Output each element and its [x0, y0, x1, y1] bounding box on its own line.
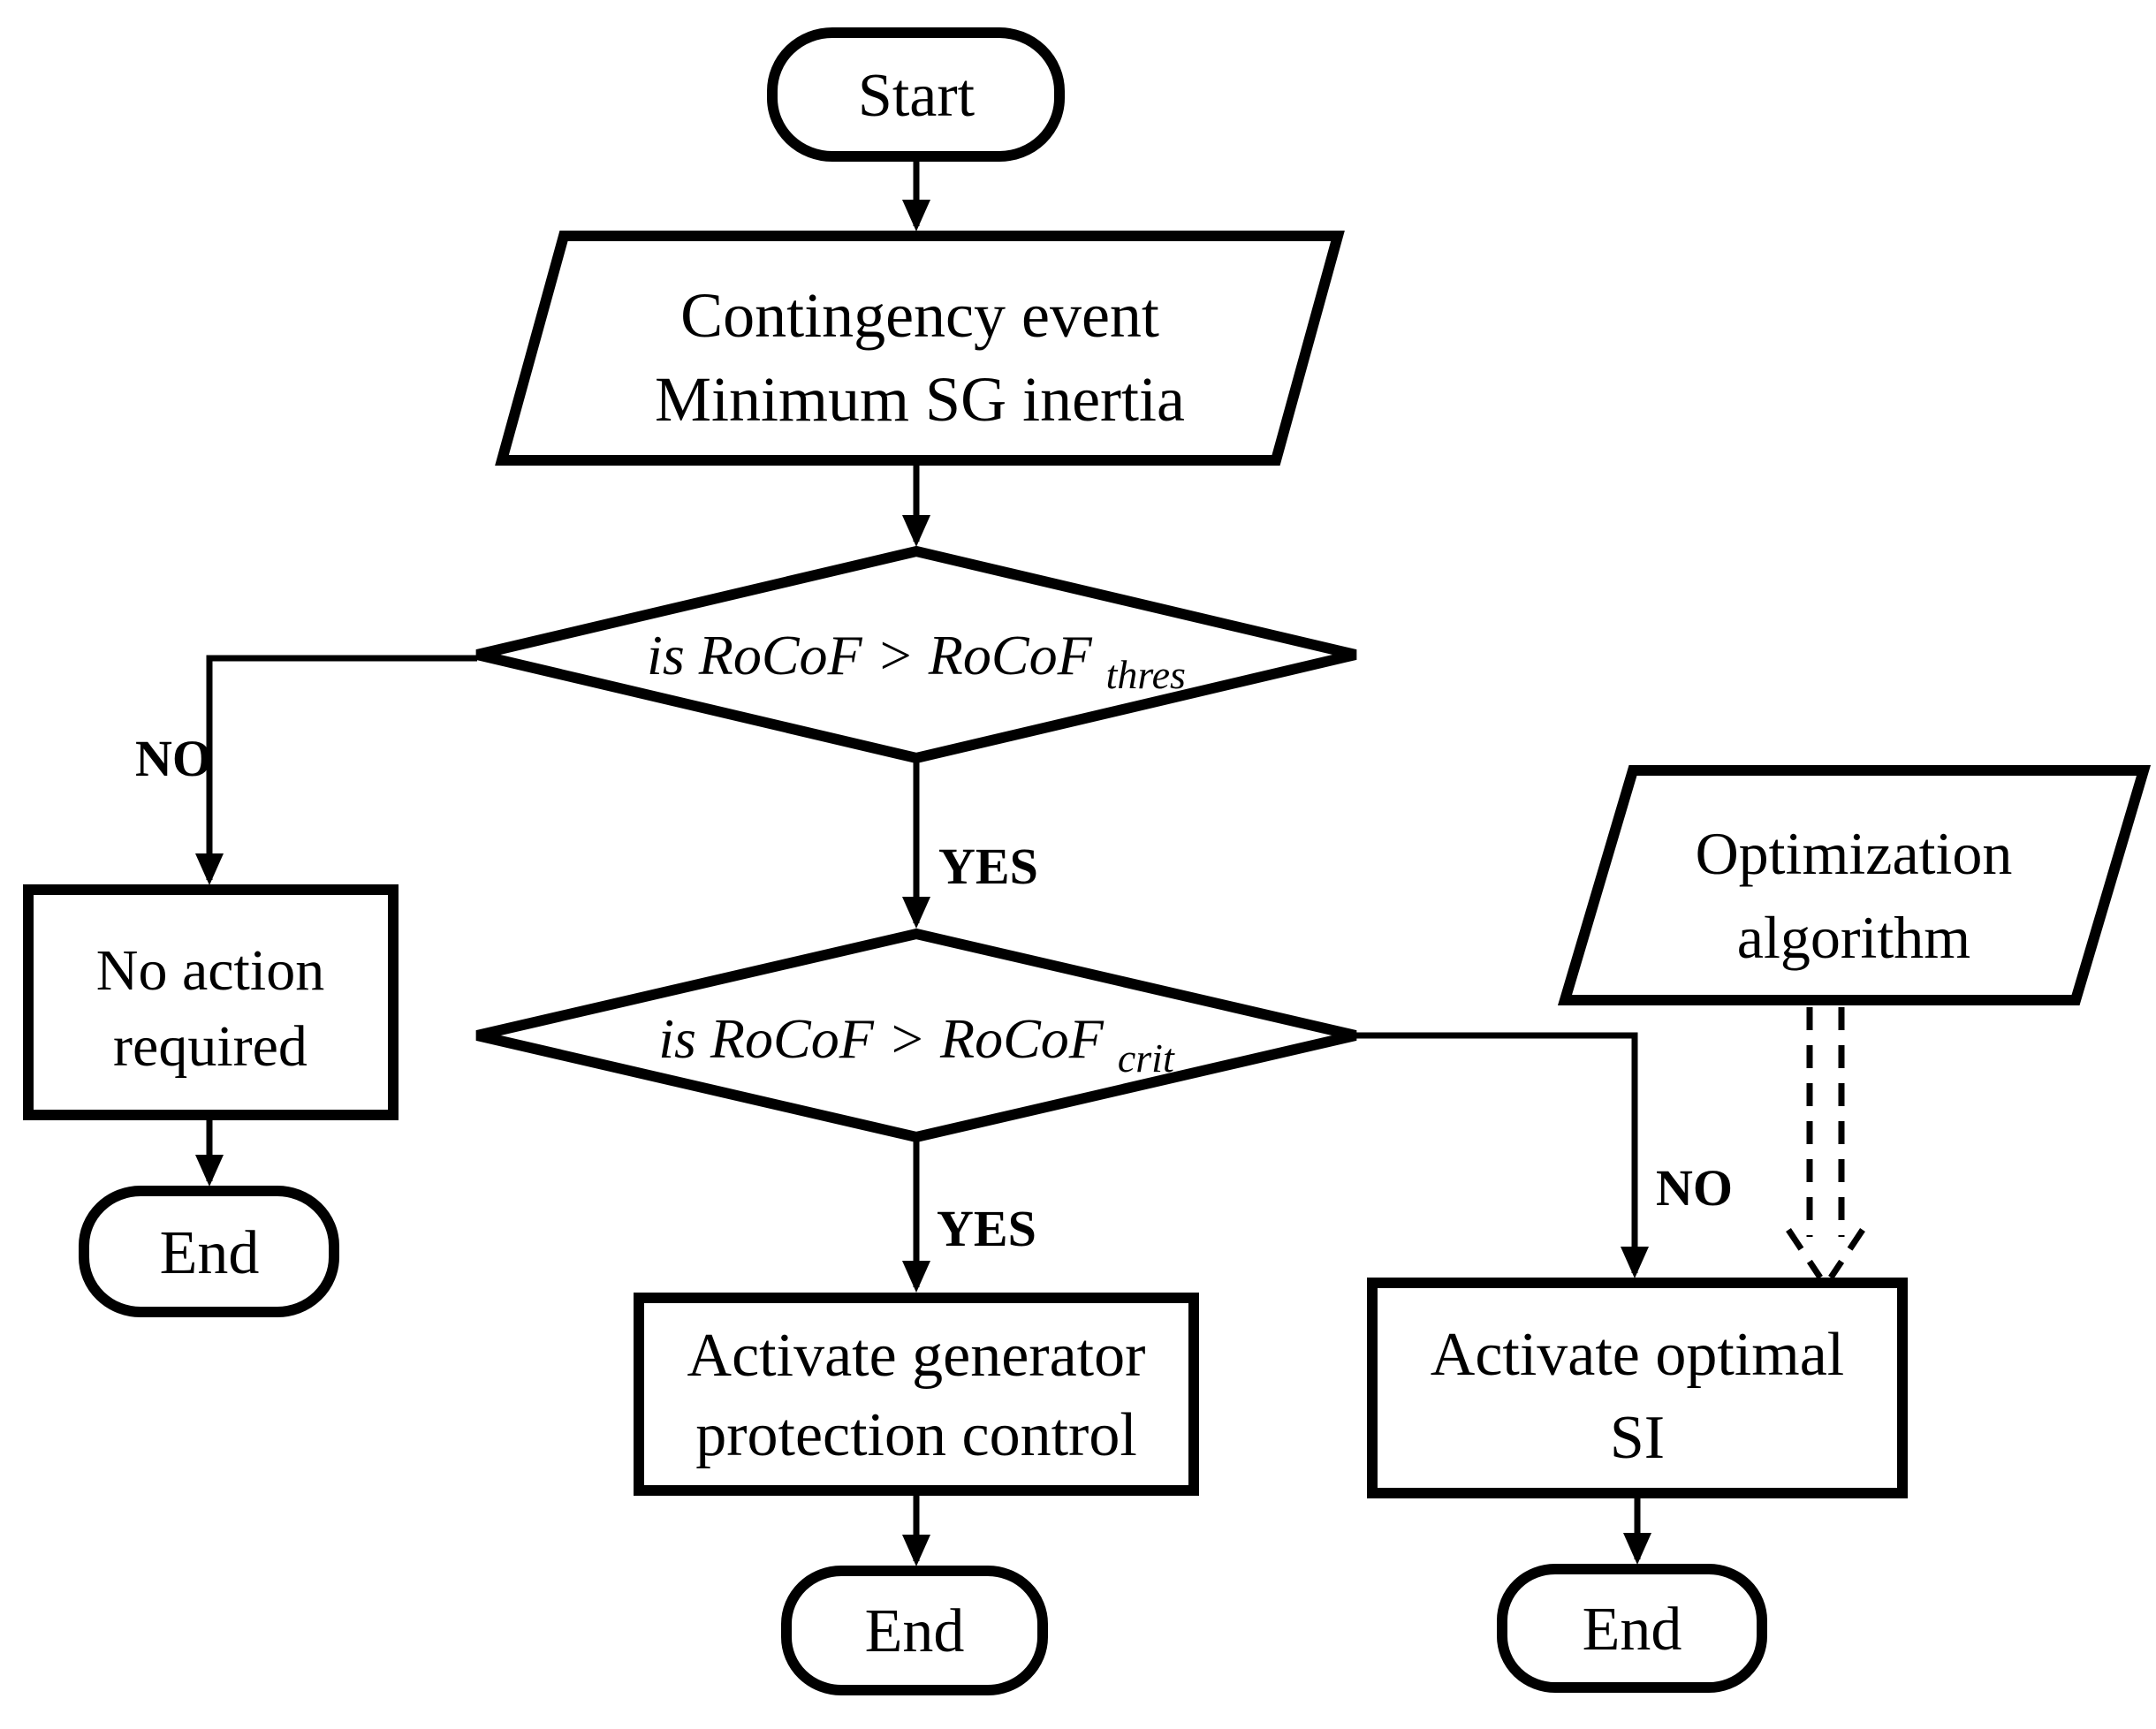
genprotect-line-1: Activate generator [687, 1322, 1146, 1390]
no-action-line-1: No action [96, 938, 324, 1003]
decision-rocof-crit-diamond: is RoCoF > RoCoF crit [475, 928, 1357, 1143]
dashed-arrow-optimization-to-si [1786, 1007, 1865, 1279]
end-left-label: End [160, 1219, 260, 1287]
activate-si-line-2: SI [1610, 1404, 1665, 1472]
no-action-line-2: required [113, 1014, 307, 1079]
end-right-label: End [1583, 1596, 1682, 1664]
activate-si-box: Activate optimal SI [1367, 1278, 1908, 1498]
decision2-main: is RoCoF > RoCoF [658, 1007, 1105, 1070]
input-parallelogram: Contingency event Minimum SG inertia [495, 231, 1345, 466]
optimization-line-2: algorithm [1737, 904, 1970, 971]
label-no-2: NO [1656, 1159, 1733, 1217]
optimization-line-1: Optimization [1696, 820, 2013, 887]
decision2-condition: is RoCoF > RoCoF crit [658, 1007, 1175, 1081]
no-action-box: No action required [23, 884, 399, 1120]
label-yes-2: YES [937, 1200, 1036, 1257]
end-terminator-left: End [79, 1186, 339, 1317]
input-line-1: Contingency event [680, 280, 1159, 351]
decision-rocof-thres-diamond: is RoCoF > RoCoF thres [475, 545, 1357, 764]
label-yes-1: YES [938, 838, 1038, 895]
start-terminator: Start [767, 27, 1065, 162]
input-line-2: Minimum SG inertia [655, 364, 1185, 435]
arrow-no-branch-2 [1355, 1032, 1649, 1278]
decision1-main: is RoCoF > RoCoF [647, 624, 1093, 686]
genprotect-line-2: protection control [695, 1401, 1137, 1469]
end-center-label: End [865, 1597, 965, 1665]
activate-si-line-1: Activate optimal [1431, 1321, 1844, 1389]
start-label: Start [858, 62, 976, 130]
end-terminator-right: End [1497, 1564, 1767, 1693]
end-terminator-center: End [781, 1566, 1048, 1695]
generator-protection-box: Activate generator protection control [634, 1293, 1199, 1496]
decision2-subscript: crit [1118, 1035, 1175, 1081]
label-no-1: NO [135, 730, 212, 787]
decision1-subscript: thres [1106, 652, 1186, 697]
arrow-no-branch-1 [195, 655, 477, 885]
optimization-parallelogram: Optimization algorithm [1557, 765, 2152, 1005]
flow-connectors [195, 156, 1865, 1566]
decision1-condition: is RoCoF > RoCoF thres [647, 624, 1186, 697]
